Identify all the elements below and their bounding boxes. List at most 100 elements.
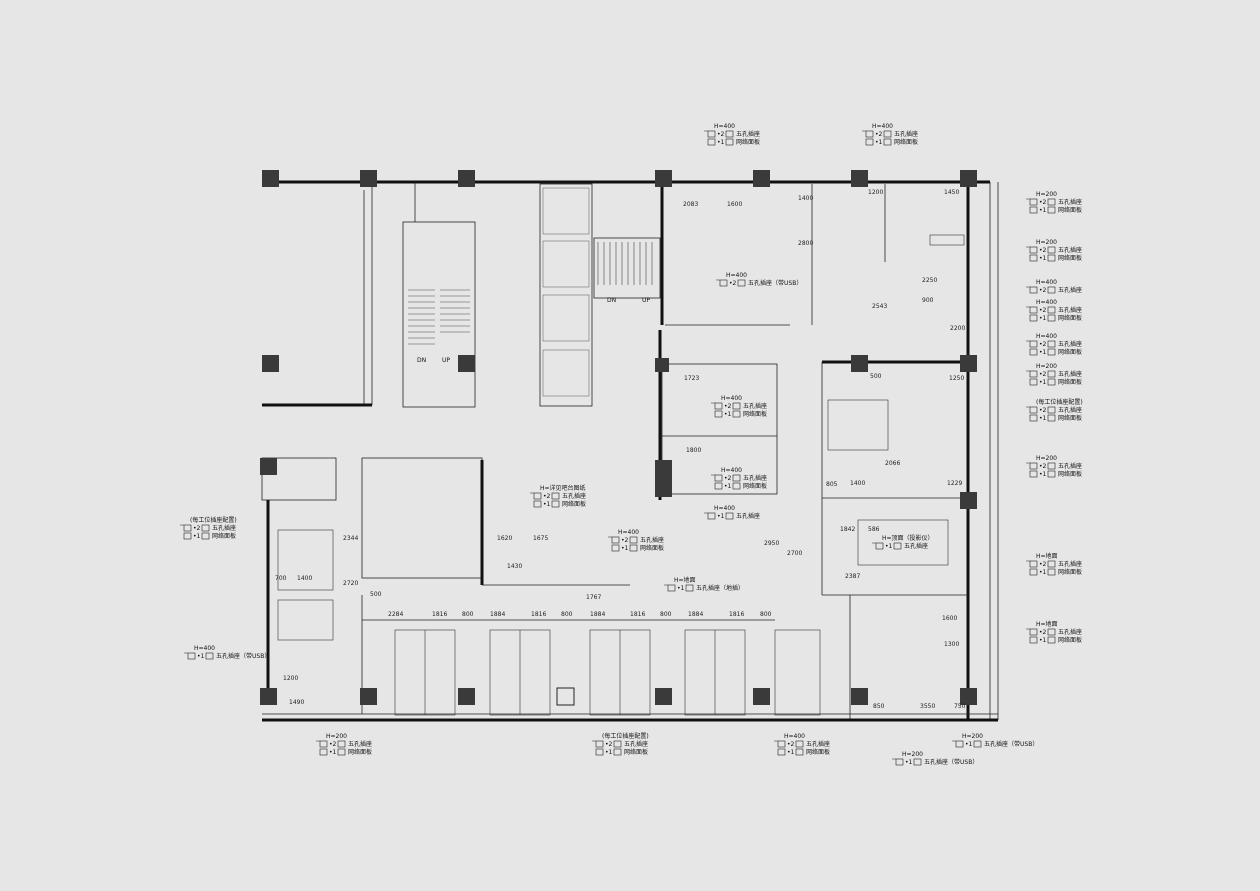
dim-label: 2720: [343, 580, 358, 587]
dim-label: 2700: [787, 550, 802, 557]
callout-height-label: H=200: [1036, 455, 1057, 462]
callout-count: •1: [1039, 255, 1047, 262]
callout-count: •2: [875, 131, 883, 138]
callout-height-label: H=200: [1036, 191, 1057, 198]
socket-symbol: [719, 279, 728, 287]
dim-label: 1200: [868, 189, 883, 196]
dim-label: 1884: [490, 611, 505, 618]
callout-count: •1: [724, 483, 732, 490]
callout-count: •1: [717, 139, 725, 146]
callout-count: •2: [1039, 247, 1047, 254]
callout-height-label: H=200: [326, 733, 347, 740]
dim-label: 500: [870, 373, 882, 380]
socket-symbol: [737, 279, 746, 287]
socket-symbol: [1047, 370, 1056, 378]
network-symbol: [1047, 348, 1056, 356]
callout-network-label: 网络面板: [640, 544, 664, 552]
network-symbol: [777, 748, 786, 756]
socket-symbol: [955, 740, 964, 748]
socket-symbol: [205, 652, 214, 660]
socket-symbol: [1047, 306, 1056, 314]
callout-count: •1: [965, 741, 973, 748]
callout-count: •1: [1039, 415, 1047, 422]
callout-height-label: H=顶面（投影仪）: [882, 534, 934, 542]
callout-count: •1: [621, 545, 629, 552]
dim-label: 1884: [688, 611, 703, 618]
socket-symbol: [1047, 340, 1056, 348]
dim-label: 1620: [497, 535, 512, 542]
callout-count: •1: [1039, 379, 1047, 386]
dim-label: 2344: [343, 535, 358, 542]
socket-symbol: [1029, 370, 1038, 378]
dim-label: 2200: [950, 325, 965, 332]
dim-label: 2284: [388, 611, 403, 618]
socket-symbol: [893, 542, 902, 550]
socket-symbol: [1047, 286, 1056, 294]
dim-label: 1816: [432, 611, 447, 618]
dim-label: 850: [873, 703, 885, 710]
callout-network-label: 网络面板: [894, 138, 918, 146]
callout-count: •1: [197, 653, 205, 660]
callout-count: •2: [605, 741, 613, 748]
callout-height-label: H=400: [1036, 333, 1057, 340]
callout-count: •2: [1039, 407, 1047, 414]
socket-symbol: [1029, 560, 1038, 568]
callout-count: •2: [1039, 307, 1047, 314]
network-symbol: [714, 482, 723, 490]
callout-height-label: H=400: [618, 529, 639, 536]
socket-symbol: [1047, 560, 1056, 568]
callout-network-label: 网络面板: [806, 748, 830, 756]
callout-count: •2: [724, 475, 732, 482]
callout-socket-label: 五孔插座: [1058, 340, 1082, 348]
callout-socket-label: 五孔插座: [1058, 406, 1082, 414]
socket-symbol: [732, 402, 741, 410]
callout-network-label: 网络面板: [743, 482, 767, 490]
callout-height-label: H=400: [714, 123, 735, 130]
callout-network-label: 网络面板: [562, 500, 586, 508]
callout-network-label: 网络面板: [1058, 414, 1082, 422]
socket-symbol: [629, 536, 638, 544]
network-symbol: [1029, 348, 1038, 356]
socket-symbol: [777, 740, 786, 748]
socket-symbol: [1029, 246, 1038, 254]
callout-socket-label: 五孔插座: [212, 524, 236, 532]
socket-symbol: [1029, 340, 1038, 348]
socket-symbol: [707, 512, 716, 520]
callout-network-label: 网络面板: [1058, 470, 1082, 478]
callout-network-label: 网络面板: [1058, 206, 1082, 214]
callout-height-label: H=400: [1036, 299, 1057, 306]
callout-count: •1: [193, 533, 201, 540]
callout-count: •2: [1039, 287, 1047, 294]
socket-symbol: [913, 758, 922, 766]
network-symbol: [629, 544, 638, 552]
callout-height-label: (每工位插座配置): [1036, 398, 1083, 406]
dim-label: 1816: [531, 611, 546, 618]
callout-count: •2: [787, 741, 795, 748]
callout-network-label: 网络面板: [1058, 568, 1082, 576]
stair-up-label-2: UP: [642, 297, 650, 304]
network-symbol: [1047, 254, 1056, 262]
callout-height-label: H=400: [872, 123, 893, 130]
callout-network-label: 网络面板: [1058, 636, 1082, 644]
network-symbol: [183, 532, 192, 540]
network-symbol: [1047, 470, 1056, 478]
socket-symbol: [732, 474, 741, 482]
dim-label: 1400: [798, 195, 813, 202]
network-symbol: [337, 748, 346, 756]
callout-socket-label: 五孔插座: [736, 512, 760, 520]
network-symbol: [1029, 206, 1038, 214]
dim-label: 1767: [586, 594, 601, 601]
socket-symbol: [551, 492, 560, 500]
dim-label: 700: [275, 575, 287, 582]
callout-socket-label: 五孔插座: [894, 130, 918, 138]
dim-label: 500: [370, 591, 382, 598]
network-symbol: [1047, 568, 1056, 576]
dim-label: 900: [922, 297, 934, 304]
socket-symbol: [1047, 246, 1056, 254]
callout-socket-label: 五孔插座: [348, 740, 372, 748]
network-symbol: [1047, 378, 1056, 386]
socket-symbol: [337, 740, 346, 748]
dim-label: 2250: [922, 277, 937, 284]
callout-height-label: H=400: [784, 733, 805, 740]
